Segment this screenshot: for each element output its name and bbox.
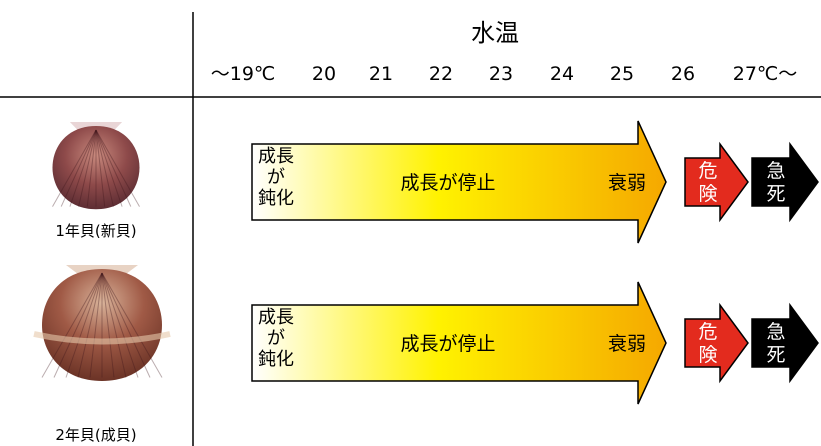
danger-label-line-0: 危	[698, 160, 717, 182]
stage-stop-label: 成長が停止	[400, 333, 495, 355]
temperature-tick-1: 20	[312, 63, 336, 85]
stage-stop-label: 成長が停止	[400, 172, 495, 194]
scallop-shell-image-2	[33, 265, 171, 381]
danger-label-line-1: 険	[698, 344, 717, 366]
shell-label: 1年貝(新貝)	[55, 222, 136, 240]
stage-slowdown-line-2: 鈍化	[258, 349, 294, 370]
temperature-scale: ～19℃ 20 21 22 23 24 25 26 27℃～	[211, 63, 798, 85]
chart-title: 水温	[471, 19, 519, 47]
danger-arrow	[684, 141, 749, 223]
temperature-tick-3: 22	[429, 63, 453, 85]
death-label-line-0: 急	[766, 321, 785, 343]
stage-slowdown-line-2: 鈍化	[258, 188, 294, 209]
death-label-line-1: 死	[766, 344, 785, 366]
growth-stage-arrow	[251, 120, 667, 244]
rows: 1年貝(新貝)成長が鈍化成長が停止衰弱危険急死2年貝(成貝)成長が鈍化成長が停止…	[33, 120, 819, 444]
temperature-tick-5: 24	[550, 63, 574, 85]
danger-label-line-0: 危	[698, 321, 717, 343]
stage-weaken-label: 衰弱	[608, 172, 646, 194]
stage-weaken-label: 衰弱	[608, 333, 646, 355]
shell-label: 2年貝(成貝)	[55, 426, 136, 444]
temperature-tick-2: 21	[369, 63, 393, 85]
death-label-line-1: 死	[766, 183, 785, 205]
sudden-death-arrow	[751, 141, 819, 223]
danger-label-line-1: 険	[698, 183, 717, 205]
danger-arrow	[684, 302, 749, 384]
stage-slowdown-line-1: が	[267, 167, 285, 188]
temperature-tick-4: 23	[489, 63, 513, 85]
stage-slowdown-line-0: 成長	[258, 307, 294, 328]
temperature-tick-7: 26	[671, 63, 695, 85]
temperature-tick-6: 25	[610, 63, 634, 85]
scallop-shell-image-1	[52, 122, 140, 210]
death-label-line-0: 急	[766, 160, 785, 182]
temperature-tick-0: ～19℃	[211, 63, 276, 85]
sudden-death-arrow	[751, 302, 819, 384]
growth-stage-arrow	[251, 281, 667, 405]
stage-slowdown-line-0: 成長	[258, 146, 294, 167]
stage-slowdown-line-1: が	[267, 328, 285, 349]
temperature-tick-8: 27℃～	[733, 63, 798, 85]
